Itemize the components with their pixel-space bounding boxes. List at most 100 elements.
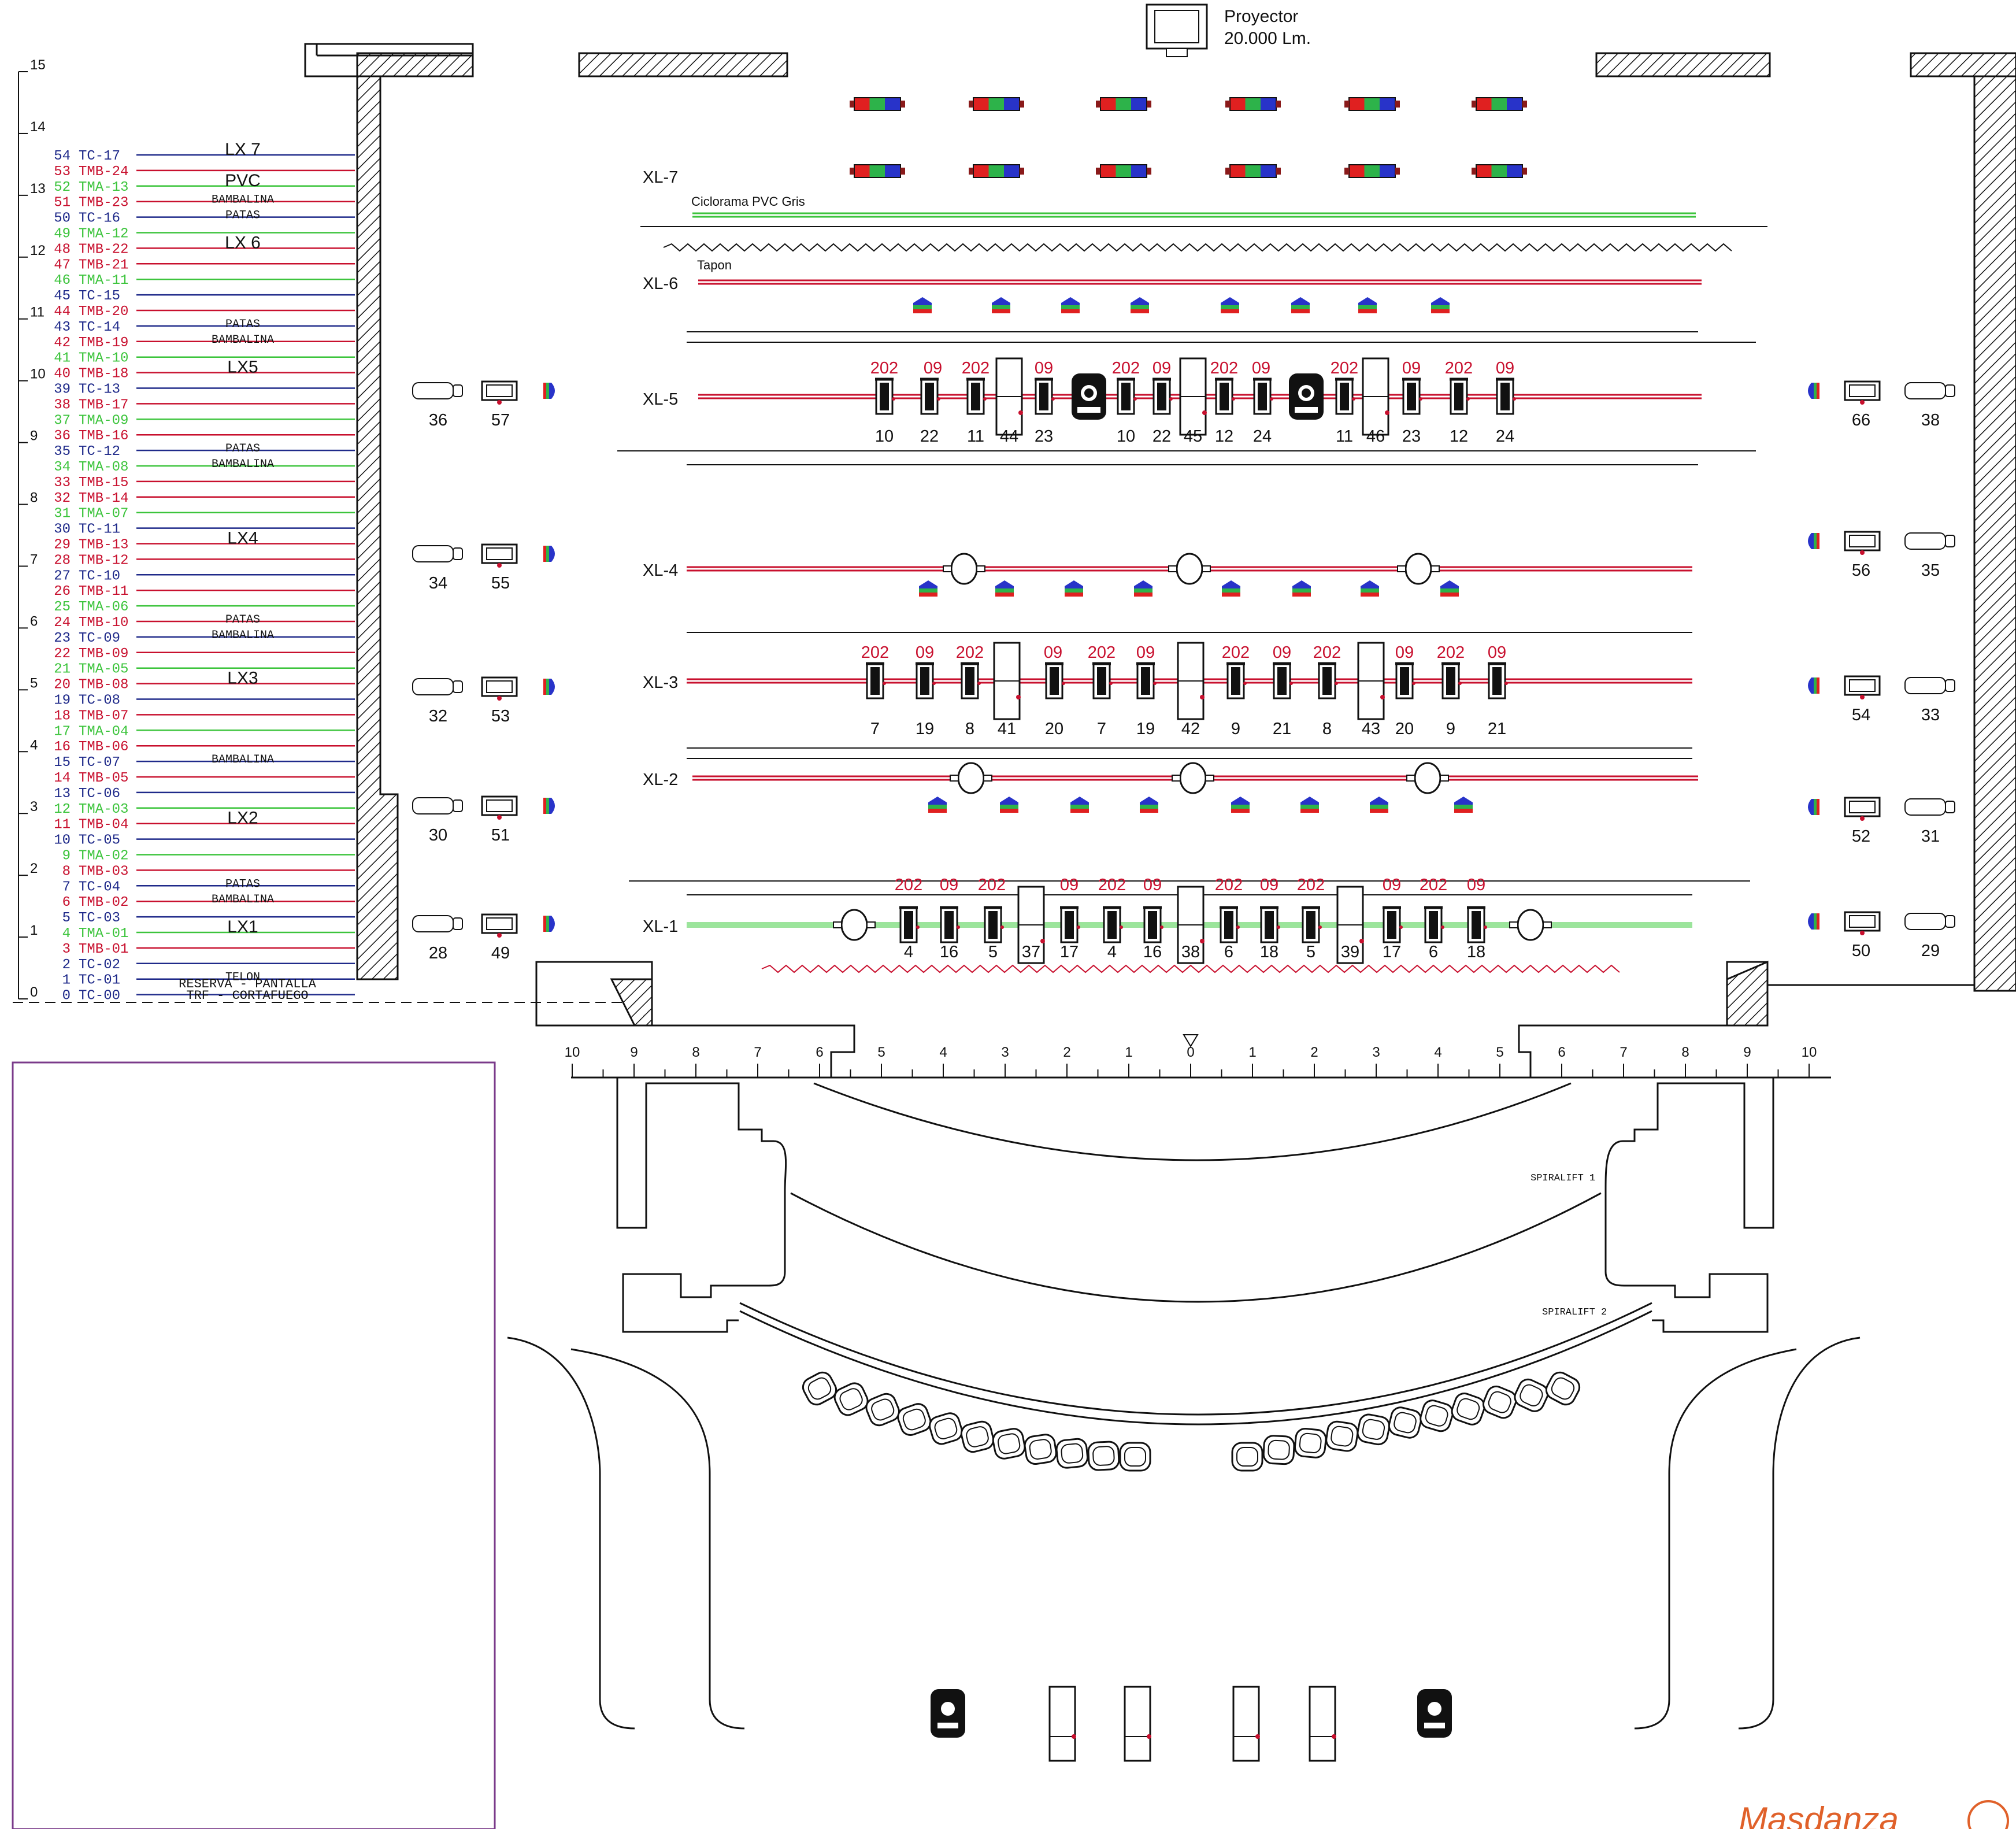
legend-channel-number: 3 <box>62 942 71 957</box>
seat <box>1357 1413 1391 1446</box>
channel-label: 11 <box>1336 427 1353 446</box>
foh-unit <box>1232 1686 1260 1762</box>
legend-channel-number: 48 <box>54 242 71 257</box>
cyc-unit <box>1177 886 1205 964</box>
batten-label: XL-6 <box>643 275 678 293</box>
batten-note: Tapon <box>697 258 732 272</box>
legend-channel-code: TC-08 <box>79 693 120 709</box>
cyc-light <box>1225 164 1281 178</box>
cyc-light <box>1344 164 1400 178</box>
scale-label: 7 <box>30 551 38 567</box>
seat <box>1514 1378 1549 1412</box>
side-channel-label: 51 <box>491 826 510 845</box>
cyc-unit <box>1336 886 1364 964</box>
legend-channel-number: 51 <box>54 195 71 211</box>
profile-spot <box>1335 377 1355 415</box>
channel-label: 17 <box>1383 943 1401 961</box>
legend-position-name: BAMBALINA <box>212 753 274 767</box>
channel-label: 4 <box>1107 943 1117 961</box>
legend-channel-number: 45 <box>54 288 71 304</box>
legend-channel-number: 24 <box>54 615 71 631</box>
side-channel-label: 38 <box>1921 411 1940 430</box>
legend-channel-code: TMB-17 <box>79 397 128 413</box>
legend-channel-number: 46 <box>54 273 71 288</box>
seat <box>1420 1399 1454 1432</box>
legend-channel-code: TC-12 <box>79 444 120 460</box>
profile-spot <box>1467 906 1487 943</box>
gel-label: 202 <box>962 359 990 377</box>
led-par <box>1065 580 1083 597</box>
channel-label: 41 <box>998 720 1016 738</box>
led-par <box>1221 297 1239 313</box>
flood-fixture <box>1844 380 1881 405</box>
stage-structure <box>12 43 2016 1829</box>
led-par <box>1134 580 1152 597</box>
pc-fixture <box>1904 913 1955 930</box>
foh-moving-head <box>1417 1689 1452 1738</box>
side-channel-label: 52 <box>1852 827 1870 846</box>
seat <box>1451 1393 1485 1426</box>
gel-label: 202 <box>1088 643 1116 662</box>
seat <box>1119 1442 1151 1472</box>
gel-label: 09 <box>1488 643 1506 662</box>
projector-label: Proyector <box>1224 7 1298 26</box>
fresnel <box>1406 762 1449 794</box>
gel-label: 09 <box>1402 359 1421 377</box>
legend-position-name: LX5 <box>227 358 258 377</box>
profile-spot <box>1060 906 1080 943</box>
channel-label: 4 <box>904 943 913 961</box>
seat <box>1262 1435 1295 1465</box>
profile-spot <box>1103 906 1123 943</box>
cyc-light <box>1096 97 1151 111</box>
gel-label: 202 <box>978 876 1006 894</box>
channel-label: 24 <box>1253 427 1272 446</box>
legend-channel-code: TMB-08 <box>79 677 128 693</box>
gel-label: 09 <box>1383 876 1401 894</box>
cyc-unit <box>1177 642 1205 720</box>
foh-fixtures <box>931 1686 1452 1762</box>
cyc-light <box>1225 97 1281 111</box>
legend-channel-number: 42 <box>54 335 71 351</box>
led-par <box>1440 580 1459 597</box>
legend-channel-number: 2 <box>62 957 71 973</box>
legend-channel-number: 53 <box>54 164 71 180</box>
profile-spot <box>984 906 1004 943</box>
legend-position-name: PATAS <box>225 878 260 891</box>
legend-channel-code: TMB-14 <box>79 491 128 506</box>
legend-channel-code: TMB-12 <box>79 553 128 568</box>
brand-logo-icon <box>1967 1800 2009 1829</box>
legend-channel-code: TC-16 <box>79 211 120 227</box>
side-channel-label: 30 <box>429 826 447 845</box>
legend-channel-code: TC-05 <box>79 833 120 849</box>
right-side-wall <box>1973 75 2016 992</box>
legend-channel-code: TMA-13 <box>79 180 128 195</box>
scale-label: 15 <box>30 57 46 73</box>
legend-channel-number: 22 <box>54 646 71 662</box>
legend-channel-number: 16 <box>54 739 71 755</box>
legend-channel-code: TMA-09 <box>79 413 128 428</box>
seat <box>1055 1438 1089 1469</box>
legend-position-name: PATAS <box>225 442 260 456</box>
side-par <box>1808 533 1819 549</box>
legend-channel-number: 29 <box>54 538 71 553</box>
gel-label: 09 <box>1152 359 1171 377</box>
legend-position-name: LX 6 <box>225 233 261 252</box>
batten-label: XL-5 <box>643 390 678 409</box>
legend-channel-number: 33 <box>54 475 71 491</box>
seat <box>929 1412 963 1445</box>
channel-label: 43 <box>1362 720 1380 738</box>
legend-channel-number: 6 <box>62 895 71 910</box>
pc-fixture <box>412 382 463 399</box>
led-par <box>913 297 932 313</box>
legend-channel-number: 52 <box>54 180 71 195</box>
side-channel-label: 32 <box>429 707 447 725</box>
led-par <box>928 797 947 813</box>
fresnel <box>950 762 992 794</box>
legend-channel-code: TMB-20 <box>79 304 128 320</box>
legend-channel-number: 26 <box>54 584 71 599</box>
side-par <box>1808 913 1819 930</box>
legend-footer-1: RESERVA - PANTALLA <box>179 977 316 991</box>
